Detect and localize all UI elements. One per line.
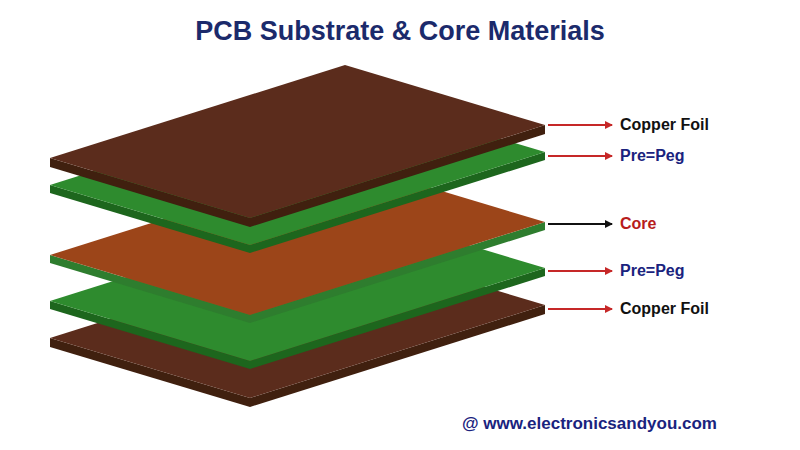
layer-label: Copper Foil	[620, 116, 709, 134]
leader-arrow	[548, 155, 612, 157]
leader-arrow	[548, 270, 612, 272]
leader-arrow	[548, 124, 612, 126]
layer-face	[50, 65, 545, 218]
diagram-title: PCB Substrate & Core Materials	[195, 17, 605, 47]
leader-arrow	[548, 223, 612, 225]
leader-arrows	[548, 125, 612, 309]
layer-label: Pre=Peg	[620, 262, 684, 280]
layer-label: Copper Foil	[620, 300, 709, 318]
watermark: @ www.electronicsandyou.com	[462, 415, 717, 434]
leader-arrow	[548, 308, 612, 310]
layer-label: Pre=Peg	[620, 147, 684, 165]
layer-label: Core	[620, 215, 656, 233]
